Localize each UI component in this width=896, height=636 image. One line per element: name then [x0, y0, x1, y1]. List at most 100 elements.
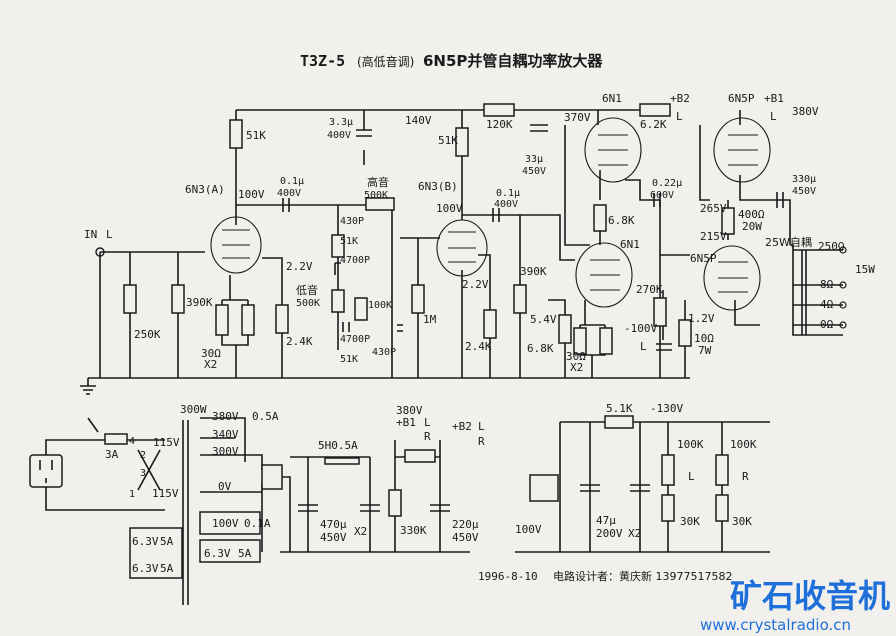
svg-text:2.4K: 2.4K: [465, 340, 492, 353]
svg-text:30Ω: 30Ω: [566, 350, 586, 363]
svg-text:100K: 100K: [677, 438, 704, 451]
svg-text:300V: 300V: [212, 445, 239, 458]
svg-text:330µ: 330µ: [792, 174, 816, 185]
svg-text:450V: 450V: [320, 531, 347, 544]
tube-6n3a-label: 6N3(A): [185, 183, 225, 196]
svg-text:33µ: 33µ: [525, 154, 543, 165]
svg-text:450V: 450V: [452, 531, 479, 544]
svg-text:4700P: 4700P: [340, 334, 370, 345]
vacuum-tubes: [210, 117, 771, 311]
svg-text:100V: 100V: [238, 188, 265, 201]
svg-text:100K: 100K: [730, 438, 757, 451]
svg-text:250K: 250K: [134, 328, 161, 341]
svg-text:6.3V: 6.3V: [132, 535, 159, 548]
svg-text:3.3µ: 3.3µ: [329, 117, 353, 128]
svg-text:-130V: -130V: [650, 402, 683, 415]
tube-6n5p-bottom: [703, 245, 761, 311]
svg-text:2.4K: 2.4K: [286, 335, 313, 348]
amp-resistors: [123, 103, 735, 355]
svg-text:10Ω: 10Ω: [694, 332, 714, 345]
svg-text:X2: X2: [354, 525, 367, 538]
tube-6n5p-top-label: 6N5P: [728, 92, 755, 105]
title-main: 6N5P并管自耦功率放大器: [423, 52, 603, 70]
in-label: IN: [84, 228, 97, 241]
svg-text:0.5A: 0.5A: [252, 410, 279, 423]
svg-text:X2: X2: [204, 358, 217, 371]
treble-label: 高音: [367, 175, 389, 189]
svg-text:430P: 430P: [372, 347, 396, 358]
svg-text:140V: 140V: [405, 114, 432, 127]
bass-label: 低音: [296, 283, 318, 297]
svg-text:100K: 100K: [368, 300, 392, 311]
svg-text:265V: 265V: [700, 202, 727, 215]
svg-text:4: 4: [129, 436, 135, 447]
r-51k-top: 51K: [246, 129, 266, 142]
svg-text:8Ω: 8Ω: [820, 278, 834, 291]
svg-text:100V: 100V: [212, 517, 239, 530]
svg-text:220µ: 220µ: [452, 518, 479, 531]
svg-text:380V: 380V: [212, 410, 239, 423]
svg-text:6.8K: 6.8K: [527, 342, 554, 355]
svg-text:340V: 340V: [212, 428, 239, 441]
svg-text:L: L: [478, 420, 485, 433]
designer-credit: 电路设计者：黄庆新 13977517582: [553, 569, 732, 583]
svg-text:R: R: [424, 430, 431, 443]
svg-text:100V: 100V: [515, 523, 542, 536]
svg-text:L: L: [770, 110, 777, 123]
svg-text:0.1µ: 0.1µ: [280, 176, 304, 187]
svg-text:100V: 100V: [436, 202, 463, 215]
power-supply-parts: [298, 449, 729, 522]
svg-text:+B1: +B1: [396, 416, 416, 429]
svg-text:30K: 30K: [680, 515, 700, 528]
svg-text:5A: 5A: [160, 562, 174, 575]
svg-text:30Ω: 30Ω: [201, 347, 221, 360]
svg-text:200V: 200V: [596, 527, 623, 540]
svg-text:390K: 390K: [520, 265, 547, 278]
ground-icon: [80, 378, 96, 395]
title-sub: (高低音调): [357, 54, 414, 69]
svg-text:R: R: [742, 470, 749, 483]
svg-text:470µ: 470µ: [320, 518, 347, 531]
watermark-cn: 矿石收音机: [730, 577, 890, 615]
svg-text:115V: 115V: [153, 436, 180, 449]
svg-text:380V: 380V: [396, 404, 423, 417]
amp-capacitors: [282, 124, 784, 351]
svg-text:115V: 115V: [152, 487, 179, 500]
svg-text:400Ω: 400Ω: [738, 208, 765, 221]
svg-text:+B1: +B1: [764, 92, 784, 105]
tube-6n5p-top: [713, 117, 771, 183]
svg-text:4Ω: 4Ω: [820, 298, 834, 311]
svg-text:0.22µ: 0.22µ: [652, 178, 682, 189]
svg-text:4700P: 4700P: [340, 255, 370, 266]
svg-text:X2: X2: [570, 361, 583, 374]
svg-text:51K: 51K: [438, 134, 458, 147]
tube-6n3-b: [436, 219, 488, 277]
input-jack-icon[interactable]: [95, 247, 105, 257]
svg-text:3A: 3A: [105, 448, 119, 461]
power-labels: 300W 380V 0.5A 340V 300V 0V 100V 0.1A 6.…: [105, 402, 757, 575]
svg-text:1M: 1M: [423, 313, 437, 326]
svg-text:6.8K: 6.8K: [608, 214, 635, 227]
svg-text:R: R: [478, 435, 485, 448]
svg-text:390K: 390K: [186, 296, 213, 309]
svg-text:600V: 600V: [650, 190, 674, 201]
tube-6n1-top: [584, 117, 642, 183]
tube-6n3-a: [210, 216, 262, 274]
svg-text:120K: 120K: [486, 118, 513, 131]
title-model: T3Z-5: [300, 52, 345, 70]
svg-text:0.1µ: 0.1µ: [496, 188, 520, 199]
autotransformer-label: 25W自耦: [765, 236, 812, 249]
svg-text:0.1A: 0.1A: [244, 517, 271, 530]
svg-text:5A: 5A: [238, 547, 252, 560]
tube-6n1-top-label: 6N1: [602, 92, 622, 105]
svg-text:500K: 500K: [296, 298, 320, 309]
svg-text:L: L: [688, 470, 695, 483]
amp-labels: IN L 51K 6N3(A) 100V 0.1µ 400V 2.2V 390K…: [84, 92, 875, 374]
svg-text:215V: 215V: [700, 230, 727, 243]
svg-text:51K: 51K: [340, 354, 358, 365]
svg-text:6.3V: 6.3V: [132, 562, 159, 575]
svg-text:+B2: +B2: [452, 420, 472, 433]
svg-text:380V: 380V: [792, 105, 819, 118]
svg-text:5H0.5A: 5H0.5A: [318, 439, 358, 452]
